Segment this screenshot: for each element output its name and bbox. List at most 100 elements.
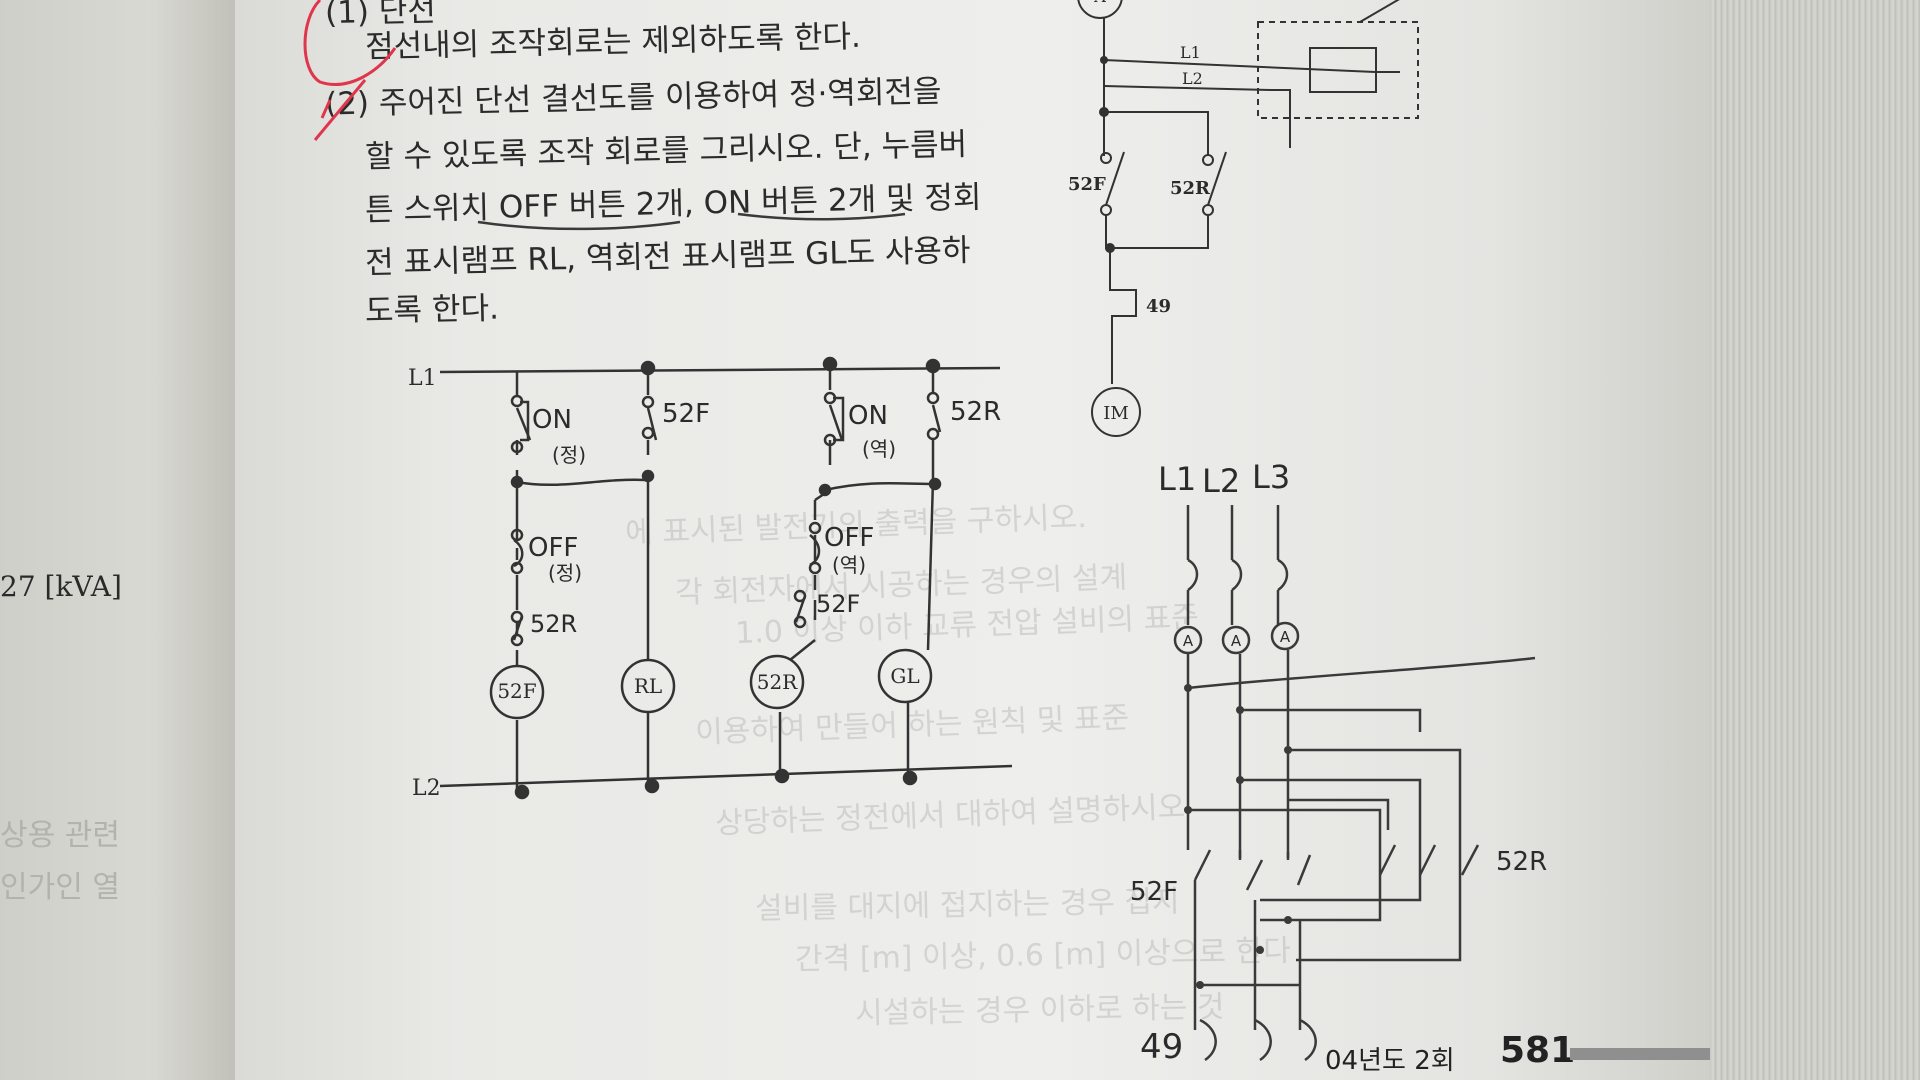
main-label-l3: L3 xyxy=(1252,458,1290,496)
interlock-52f-bottom xyxy=(793,615,807,629)
label-on-reverse: ON xyxy=(848,401,888,431)
sld-l2-line xyxy=(1103,85,1271,91)
lamp-gl-circle xyxy=(877,648,933,704)
cross-wire-1 xyxy=(1187,656,1536,690)
column-rl xyxy=(646,372,658,785)
interlock-52r-switch xyxy=(512,615,524,641)
single-line-diagram xyxy=(1077,0,1419,437)
left-faded-line-2: 인가인 열 xyxy=(0,870,120,905)
label-rail-l2: L2 xyxy=(412,776,441,801)
book-page: 에 표시된 발전기의 출력을 구하시오. 각 회전자에서 시공하는 경우의 설계… xyxy=(235,0,1710,1080)
rl-junction xyxy=(641,469,655,483)
sld-dashed-box xyxy=(1257,21,1419,119)
coil-52r-l2-dot xyxy=(774,768,790,784)
sld-leader xyxy=(1359,0,1400,23)
sld-label-52r: 52R xyxy=(1170,178,1211,199)
ammeter-l3 xyxy=(1270,621,1300,651)
off-reverse-contact-bottom xyxy=(808,561,822,575)
main-circuit xyxy=(1173,505,1536,1062)
label-lamp-gl: GL xyxy=(890,664,919,688)
sld-thermal xyxy=(1109,248,1137,384)
cross-wire-6 xyxy=(1288,798,1390,830)
lamp-rl-circle xyxy=(620,658,676,714)
sld-52r-bottom xyxy=(1202,204,1214,216)
control-circuit xyxy=(439,356,1013,800)
label-on-forward: ON xyxy=(532,405,572,435)
sld-label-im: IM xyxy=(1103,403,1129,424)
cross-wire-5 xyxy=(1188,808,1382,922)
interlock-52f-switch xyxy=(794,595,807,623)
ammeter-circle xyxy=(1077,0,1123,19)
lines-to-49 xyxy=(1193,880,1302,1030)
aux-52f-top xyxy=(641,395,655,409)
aux-52r-top xyxy=(926,391,940,405)
phase-to-ct xyxy=(1186,590,1280,625)
off-reverse-switch xyxy=(809,534,821,567)
contacts-52f xyxy=(1193,849,1312,891)
footer-page-number: 581 xyxy=(1500,1030,1576,1071)
sld-branch xyxy=(1104,111,1209,156)
thermal-49-elements xyxy=(1199,1018,1317,1062)
main-circuit-dots xyxy=(1184,684,1292,989)
rail-l1 xyxy=(439,366,1001,374)
label-off-forward-note: (정) xyxy=(548,561,582,585)
coil-52f-circle xyxy=(489,664,545,720)
sld-label-l1: L1 xyxy=(1180,43,1201,62)
sld-motor-circle xyxy=(1091,387,1141,437)
sld-label-49: 49 xyxy=(1146,296,1171,317)
main-label-l2: L2 xyxy=(1202,462,1240,500)
phase-main-lines xyxy=(1186,650,1290,860)
sld-dot-1 xyxy=(1100,56,1108,64)
label-off-forward: OFF xyxy=(528,533,578,563)
sld-ammeter-label: A xyxy=(1093,0,1106,6)
aux-52r-bottom xyxy=(926,427,940,441)
column-gl xyxy=(906,368,942,778)
off-forward-contact-top xyxy=(510,528,524,542)
label-aux-52r: 52R xyxy=(950,397,1001,427)
left-faded-line-1: 상용 관련 xyxy=(0,818,120,853)
ammeter-l1 xyxy=(1173,625,1203,655)
main-circuit-labels: L1 L2 L3 A A A 52F 52R 49 xyxy=(1130,458,1547,1067)
label-lamp-rl: RL xyxy=(634,674,662,698)
footer-bar xyxy=(1570,1048,1710,1060)
cross-wire-2 xyxy=(1240,708,1422,732)
on-forward-bracket xyxy=(520,400,530,442)
ammeter-l2 xyxy=(1221,625,1251,655)
breakers xyxy=(1187,558,1289,592)
off-forward-switch xyxy=(513,538,524,568)
sld-relay-box xyxy=(1309,47,1377,93)
sld-52r-top xyxy=(1202,154,1214,166)
control-circuit-labels: L1 L2 ON (정) 52F ON (역) 52R OFF (정) 52R … xyxy=(408,366,1001,801)
sld-52f-top xyxy=(1100,152,1112,164)
on-forward-contact-bottom xyxy=(510,440,524,454)
sld-merge xyxy=(1105,215,1209,249)
sld-label-l2: L2 xyxy=(1182,69,1203,88)
interlock-52r-bottom xyxy=(510,633,524,647)
label-rail-l1: L1 xyxy=(408,366,437,391)
pencil-underlines xyxy=(477,212,906,231)
main-label-l1: L1 xyxy=(1158,460,1196,498)
aux-52f-bottom xyxy=(641,426,655,440)
on-reverse-l1-dot xyxy=(822,356,838,372)
sld-l1-line xyxy=(1103,59,1376,73)
label-on-forward-note: (정) xyxy=(552,443,586,467)
main-label-52f: 52F xyxy=(1130,877,1178,907)
main-label-52r: 52R xyxy=(1496,847,1547,877)
ammeter-l1-label: A xyxy=(1183,632,1194,650)
gl-junction xyxy=(928,477,942,491)
sld-52f-blade xyxy=(1105,151,1125,206)
label-coil-52f: 52F xyxy=(497,679,536,703)
coil-52f-l2-dot xyxy=(514,784,530,800)
off-reverse-contact-top xyxy=(808,521,822,535)
label-off-reverse: OFF xyxy=(824,523,874,553)
cross-wire-4 xyxy=(1240,778,1422,902)
footer-session: 04년도 2회 xyxy=(1325,1046,1455,1076)
label-interlock-52f: 52F xyxy=(816,590,860,618)
left-page: 27 [kVA] 상용 관련 인가인 열 xyxy=(0,0,250,1080)
label-interlock-52r: 52R xyxy=(530,610,577,638)
red-pen-marks xyxy=(303,0,397,141)
sld-52f-bottom xyxy=(1100,204,1112,216)
main-label-49: 49 xyxy=(1140,1027,1183,1067)
label-off-reverse-note: (역) xyxy=(832,553,866,577)
gl-l2-dot xyxy=(902,770,918,786)
